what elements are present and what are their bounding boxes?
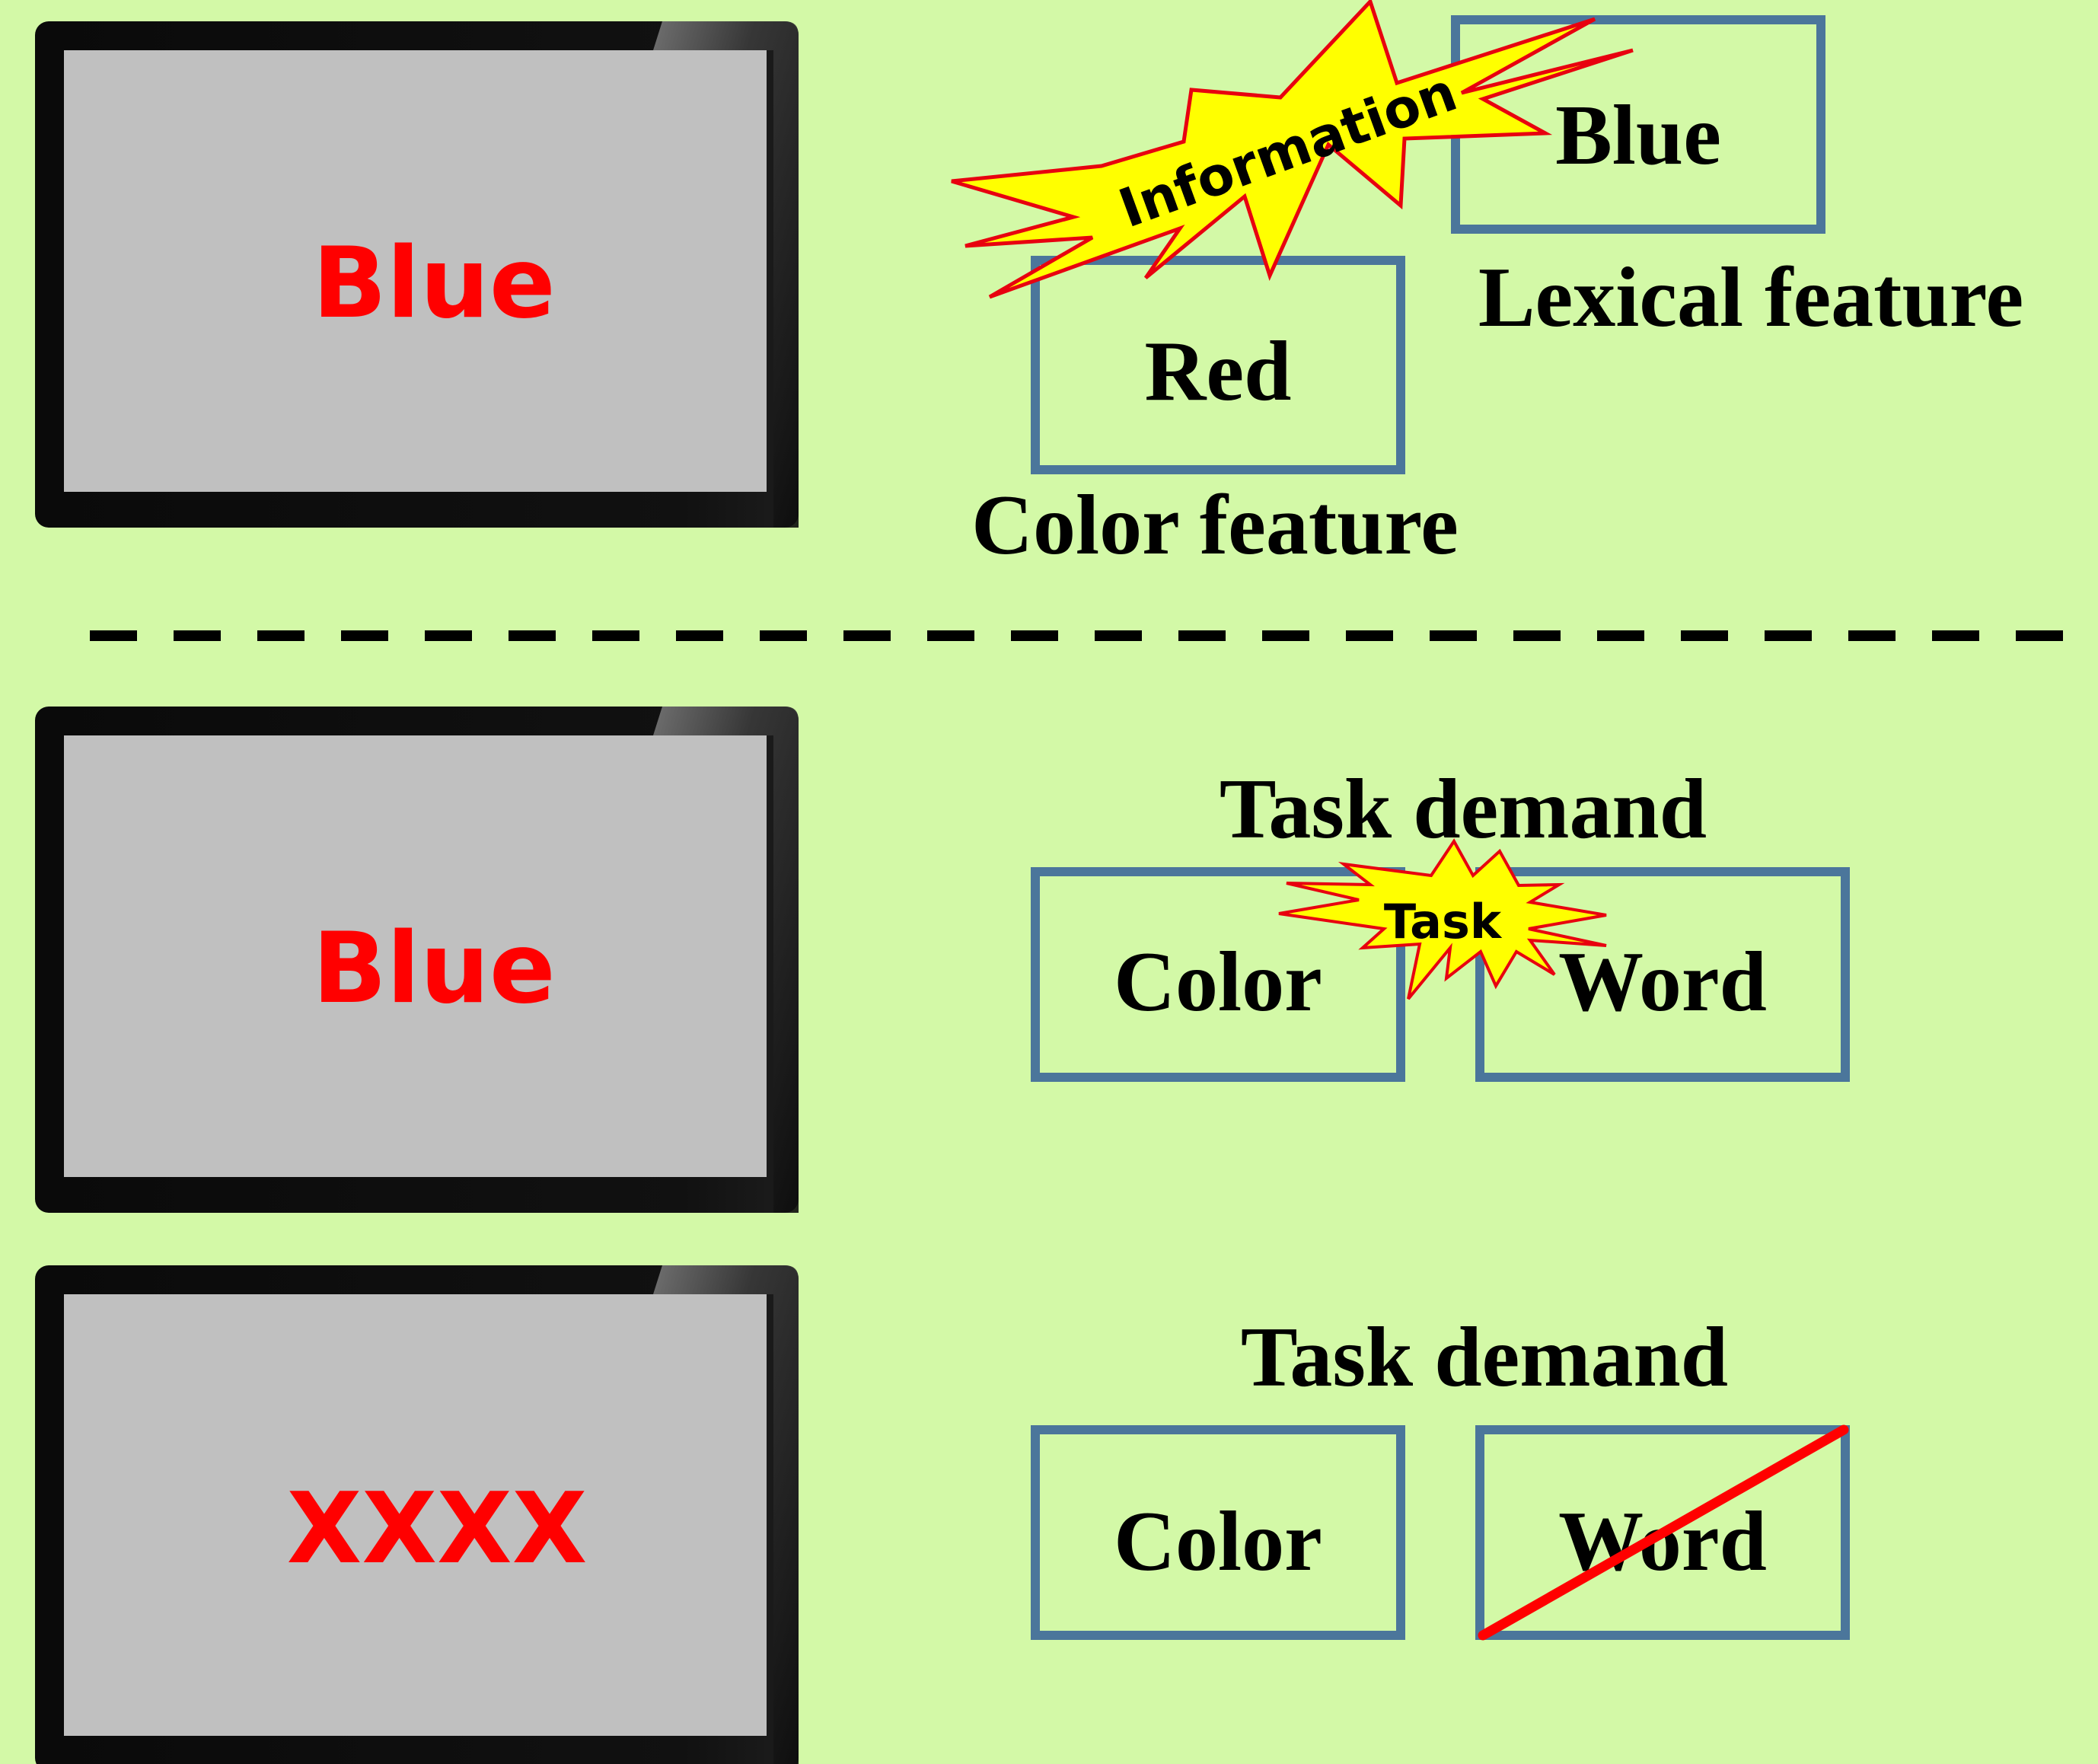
- monitor-glare: [653, 21, 799, 528]
- stimulus-word: Blue: [312, 912, 555, 1026]
- color-task-box: [1031, 867, 1405, 1082]
- panel-1: Blue Blue Lexical feature Red Color feat…: [35, 0, 2023, 573]
- monitor-screen: [64, 50, 767, 492]
- burst-label-task: Task: [1384, 894, 1503, 949]
- monitor-3: XXXX: [35, 1265, 799, 1764]
- task-burst: Task: [1278, 838, 1607, 1000]
- color-feature-box-label: Red: [1145, 324, 1292, 419]
- color-feature-caption: Color feature: [971, 478, 1459, 573]
- stimulus-word: XXXX: [287, 1472, 588, 1586]
- stimulus-word: Blue: [312, 227, 555, 340]
- task-demand-label: Task demand: [1241, 1310, 1728, 1405]
- panel-3: XXXX Task demand Color Word: [35, 1265, 1850, 1764]
- monitor-2: Blue: [35, 707, 799, 1213]
- monitor-screen: [64, 1294, 767, 1736]
- monitor-1: Blue: [35, 21, 799, 528]
- panel-2: Blue Task demand Color Word Task: [35, 707, 1850, 1213]
- color-task-box-label: Color: [1114, 1494, 1322, 1589]
- lexical-feature-box-label: Blue: [1555, 88, 1721, 183]
- burst-shape: [951, 0, 1634, 299]
- monitor-glare: [653, 707, 799, 1213]
- color-task-box-label: Color: [1114, 935, 1322, 1029]
- monitor-screen: [64, 735, 767, 1177]
- task-demand-label: Task demand: [1220, 762, 1707, 856]
- monitor-glare: [653, 1265, 799, 1764]
- burst-shape: [1278, 838, 1607, 1000]
- color-feature-box: [1031, 256, 1405, 474]
- word-task-box: [1475, 867, 1850, 1082]
- lexical-feature-caption: Lexical feature: [1478, 250, 2023, 345]
- color-task-box: [1031, 1425, 1405, 1640]
- word-task-box: [1475, 1425, 1850, 1640]
- word-strikethrough: [1478, 1424, 1849, 1641]
- word-task-box-label: Word: [1558, 935, 1767, 1029]
